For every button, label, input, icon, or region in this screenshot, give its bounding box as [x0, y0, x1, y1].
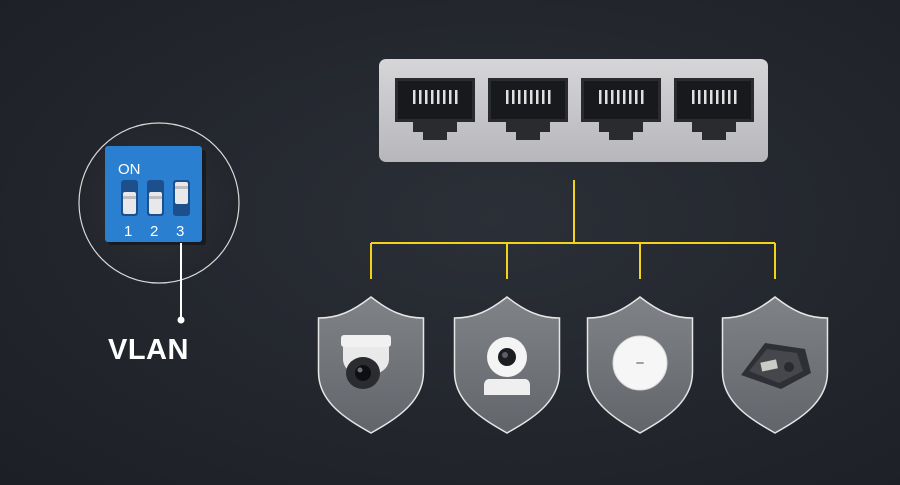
device-shield-3 [586, 296, 694, 434]
dip-number-1: 1 [124, 223, 132, 240]
dip-number-2: 2 [150, 223, 158, 240]
dip-number-3: 3 [176, 223, 184, 240]
dip-on-label: ON [118, 161, 141, 178]
ethernet-port-4 [674, 78, 754, 140]
vlan-leader-dot [177, 316, 185, 324]
dome-camera-icon [341, 335, 391, 389]
vlan-label: VLAN [108, 334, 189, 366]
ptz-camera-icon [484, 337, 530, 395]
dip-switch-group: ON 1 2 3 [78, 122, 240, 324]
dip-toggle-1[interactable] [123, 192, 136, 214]
ethernet-port-3 [581, 78, 661, 140]
conference-phone-icon [741, 343, 811, 389]
access-point-icon [612, 335, 668, 391]
network-switch [379, 59, 768, 162]
device-shield-2 [453, 296, 561, 434]
connector-lines [370, 180, 776, 279]
dip-toggle-3[interactable] [175, 182, 188, 204]
device-shield-4 [721, 296, 829, 434]
switch-body [379, 59, 768, 162]
ethernet-port-2 [488, 78, 568, 140]
ethernet-port-1 [395, 78, 475, 140]
dip-toggle-2[interactable] [149, 192, 162, 214]
device-shield-1 [317, 296, 425, 434]
